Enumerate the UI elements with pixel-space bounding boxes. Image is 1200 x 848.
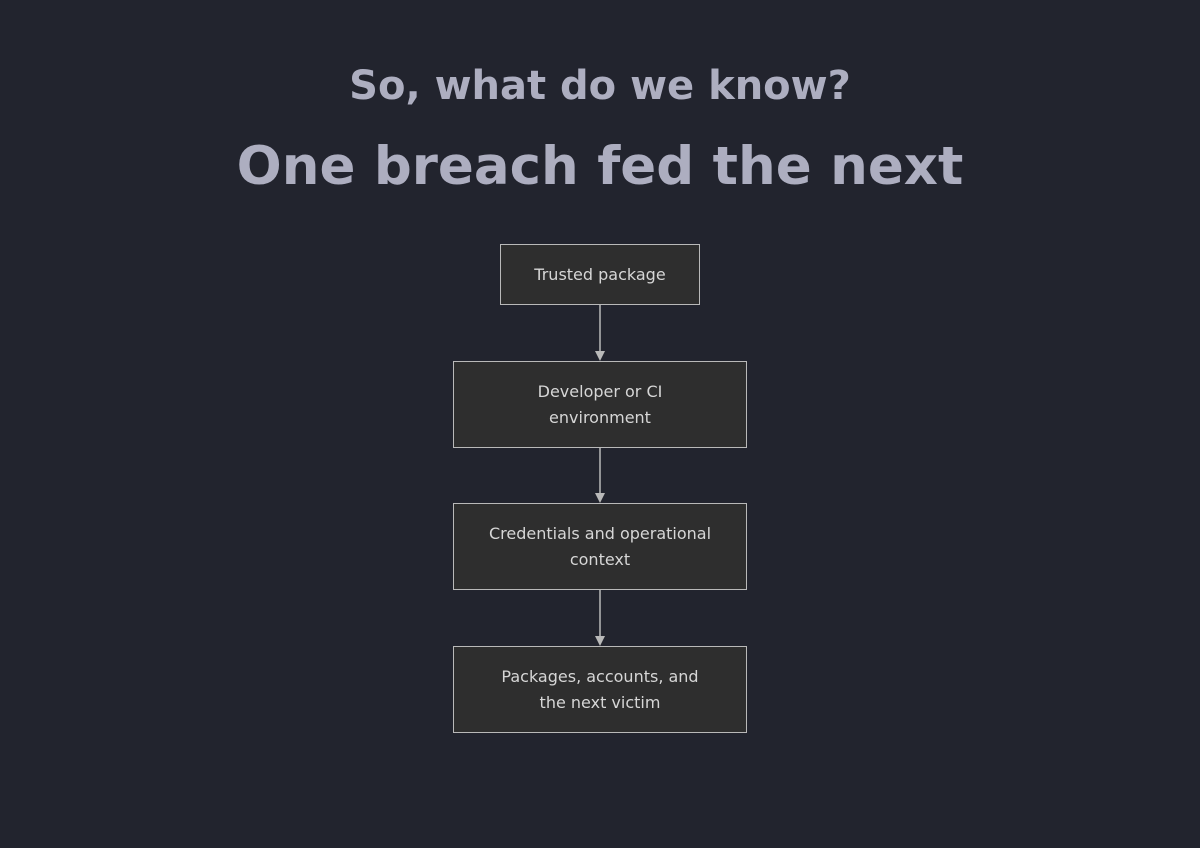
slide-kicker: So, what do we know? <box>349 63 851 109</box>
slide-title: One breach fed the next <box>236 136 964 197</box>
node-trusted-package: Trusted package <box>500 244 700 305</box>
node-label: Trusted package <box>534 264 666 284</box>
